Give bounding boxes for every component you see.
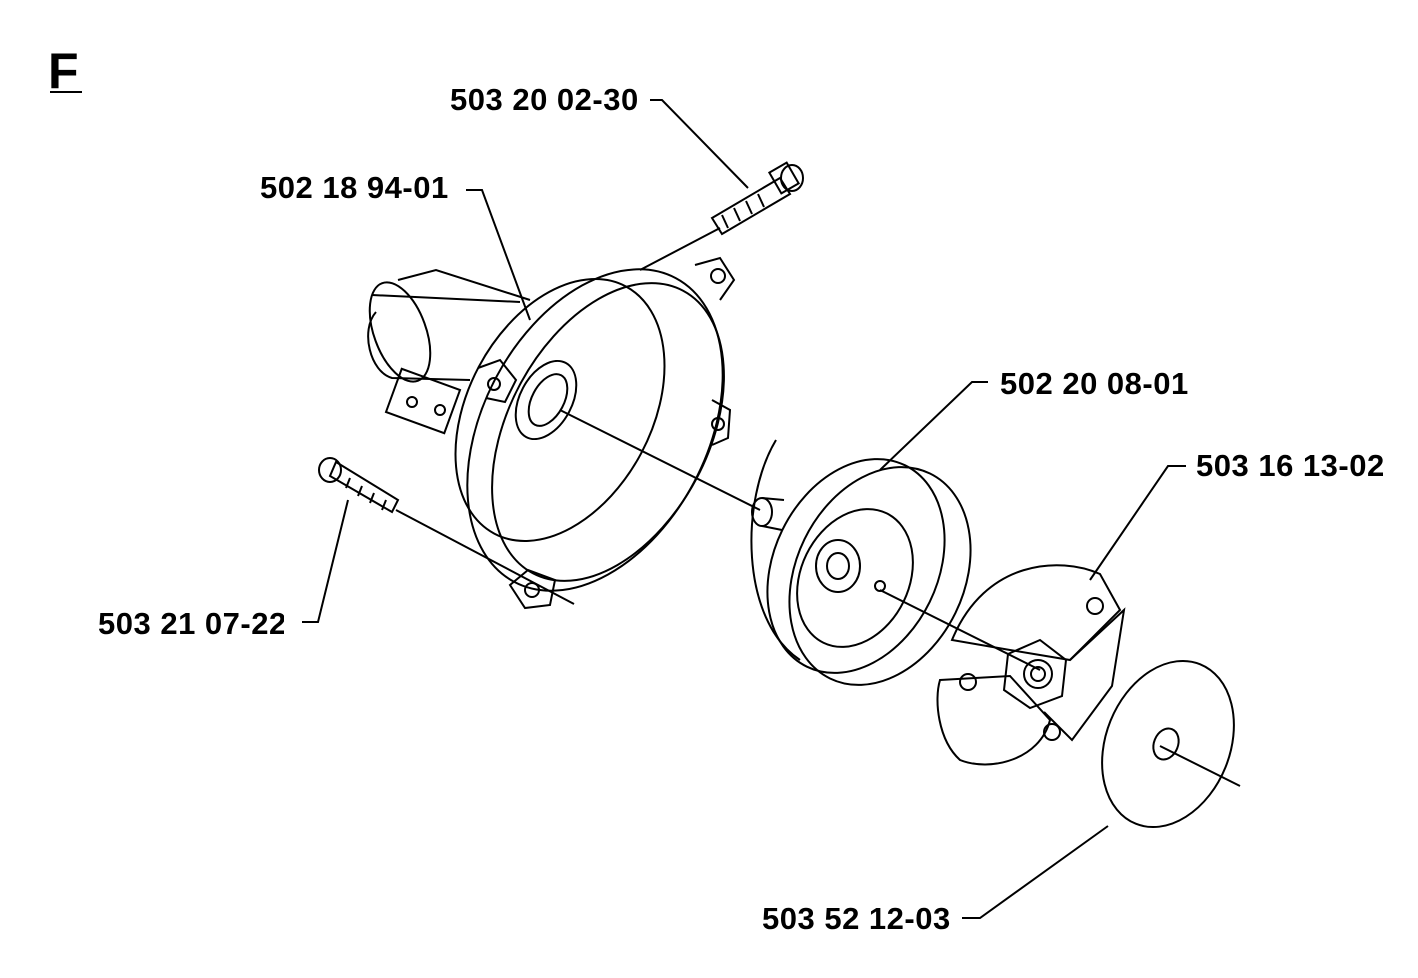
screw-bottom	[318, 457, 400, 514]
axis-line-screw-top	[639, 227, 721, 271]
axis-line-drum-clutch	[879, 589, 1041, 671]
part-label-screw-bottom: 503 21 07-22	[98, 606, 284, 641]
part-label-clutch-cover: 502 18 94-01	[260, 170, 449, 205]
leader-line-washer	[962, 825, 1109, 919]
part-label-clutch-drum: 502 20 08-01	[1000, 366, 1189, 401]
clutch-drum	[750, 439, 972, 686]
clutch-cover	[367, 256, 736, 610]
leader-line-screw-top	[650, 99, 749, 189]
washer	[1101, 659, 1235, 829]
leader-line-screw-bottom	[302, 499, 349, 623]
leader-line-clutch-drum	[879, 381, 988, 471]
part-label-screw-top: 503 20 02-30	[450, 82, 639, 117]
leader-line-clutch-assembly	[1089, 465, 1186, 581]
screw-top	[710, 161, 804, 236]
axis-line-washer	[1159, 745, 1241, 787]
axis-line-screw-bottom	[395, 509, 575, 605]
part-label-washer: 503 52 12-03	[762, 901, 951, 936]
section-letter: F	[48, 43, 79, 99]
axis-line-cover-drum	[559, 409, 761, 511]
clutch-shoes	[936, 564, 1126, 766]
part-label-clutch-assembly: 503 16 13-02	[1196, 448, 1385, 483]
leader-line-clutch-cover	[466, 189, 531, 321]
